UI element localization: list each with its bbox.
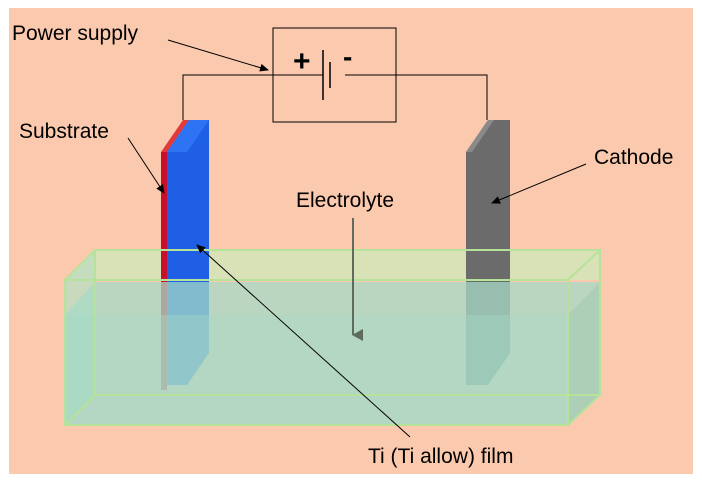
power-supply-pointer: [167, 39, 269, 72]
battery-icon: [322, 50, 331, 100]
electrolyte-liquid: [65, 315, 568, 425]
substrate-pointer: [127, 137, 165, 194]
film-pointer: [196, 244, 411, 438]
power-supply-label: Power supply: [12, 22, 139, 45]
substrate-label: Substrate: [19, 120, 109, 143]
electrolyte-surface: [65, 282, 600, 315]
tank-top-rim: [65, 250, 600, 280]
tank-outline: [64, 249, 601, 426]
cathode-pointer: [491, 163, 587, 204]
cathode-label: Cathode: [594, 146, 673, 169]
electrolyte-label: Electrolyte: [296, 189, 394, 212]
minus-sign: -: [343, 41, 352, 72]
plus-sign: +: [293, 45, 311, 78]
circuit-wires: [182, 74, 488, 120]
film-label: Ti (Ti allow) film: [368, 445, 513, 468]
electrolyte-side: [568, 282, 600, 425]
